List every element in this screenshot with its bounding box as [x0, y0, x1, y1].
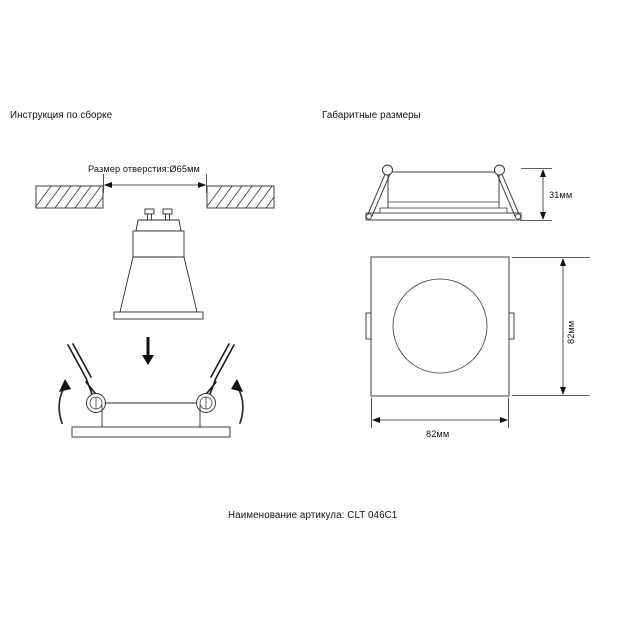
- fixture-side-view: [365, 164, 522, 221]
- spring-tab-right: [508, 312, 515, 340]
- side-spring-right: [494, 164, 522, 220]
- spring-tab-left: [365, 312, 372, 340]
- lamp-lens-plate: [113, 311, 204, 320]
- spring-clip-assembly: [58, 343, 244, 438]
- article-caption: Наименование артикула: CLT 046C1: [228, 510, 397, 521]
- side-spring-left: [365, 164, 393, 220]
- fixture-front-view: [365, 256, 515, 397]
- height-dimension-label: 31мм: [549, 190, 572, 200]
- depth-dimension: 82мм: [512, 257, 590, 396]
- hatch-pattern: [207, 186, 274, 208]
- side-flange-plate: [365, 212, 522, 221]
- side-pivot-right: [494, 164, 505, 176]
- lamp-base-body: [132, 230, 185, 258]
- ceiling-block-right: [206, 185, 275, 209]
- lamp-collar: [135, 219, 182, 232]
- side-inner-plate: [379, 207, 508, 214]
- circle-aperture: [392, 278, 488, 374]
- dimensions-panel-title: Габаритные размеры: [322, 110, 421, 121]
- hole-dimension-label: Размер отверстия:Ø65мм: [88, 164, 200, 174]
- width-dimension-label: 82мм: [426, 429, 449, 439]
- pivot-left: [86, 393, 106, 413]
- side-body-box: [387, 171, 500, 214]
- dimension-arrow-right: [198, 182, 207, 188]
- down-arrow-icon: [142, 337, 154, 365]
- rotate-arrow-left: [58, 379, 71, 425]
- assembly-panel-title: Инструкция по сборке: [10, 110, 113, 121]
- rotate-arrow-right: [231, 379, 244, 425]
- depth-dimension-label: 82мм: [566, 321, 576, 344]
- hole-dimension: Размер отверстия:Ø65мм: [88, 164, 207, 193]
- overall-dimensions-panel: Габаритные размеры: [322, 110, 590, 439]
- side-pivot-left: [382, 164, 393, 176]
- lamp-pin-right: [162, 208, 173, 221]
- lamp-pin-left: [144, 208, 155, 221]
- pivot-right: [196, 393, 216, 413]
- gu10-lamp: [113, 208, 204, 320]
- width-dimension: 82мм: [371, 398, 509, 439]
- hatch-pattern: [36, 186, 103, 208]
- height-dimension: 31мм: [521, 168, 572, 221]
- fixture-flange-plate: [71, 426, 231, 438]
- lamp-reflector: [119, 256, 198, 313]
- ceiling-block-left: [35, 185, 104, 209]
- assembly-instruction-panel: Инструкция по сборке: [10, 110, 275, 438]
- dimension-arrow-left: [103, 182, 112, 188]
